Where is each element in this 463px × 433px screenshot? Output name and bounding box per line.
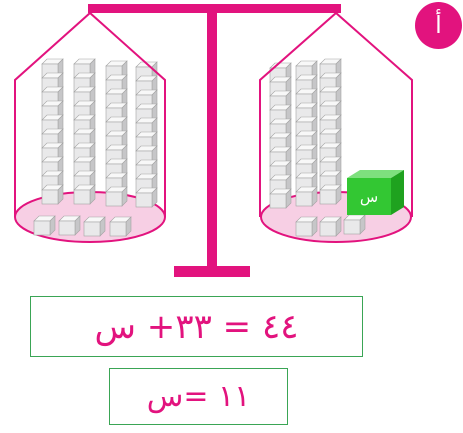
unit-cube: [296, 217, 317, 236]
left-pan: [15, 13, 165, 242]
ten-rod-cube: [136, 188, 157, 207]
ten-rod-cube: [320, 185, 341, 204]
solution-box: ١١ =س: [109, 368, 288, 425]
solution-text: ١١ =س: [147, 379, 251, 414]
scale-base: [174, 266, 250, 277]
unit-cube: [59, 216, 80, 235]
ten-rod-cube: [74, 185, 95, 204]
question-label-badge: أ: [415, 2, 462, 49]
unknown-cube-label: س: [360, 188, 378, 206]
right-pan: س: [260, 13, 412, 242]
equation-text: ٤٤ = ٣٣+ س: [95, 307, 299, 347]
equation-box: ٤٤ = ٣٣+ س: [30, 296, 363, 357]
unit-cube: [84, 217, 105, 236]
ten-rod-cube: [42, 185, 63, 204]
unit-cube: [110, 217, 131, 236]
ten-rod-cube: [106, 187, 127, 206]
ten-rod-cube: [270, 189, 291, 208]
unit-cube: [320, 217, 341, 236]
unit-cube: [344, 215, 365, 234]
unit-cube: [34, 216, 55, 235]
ten-rod-cube: [296, 187, 317, 206]
unknown-cube: س: [347, 170, 404, 215]
scale-pole: [207, 9, 217, 274]
